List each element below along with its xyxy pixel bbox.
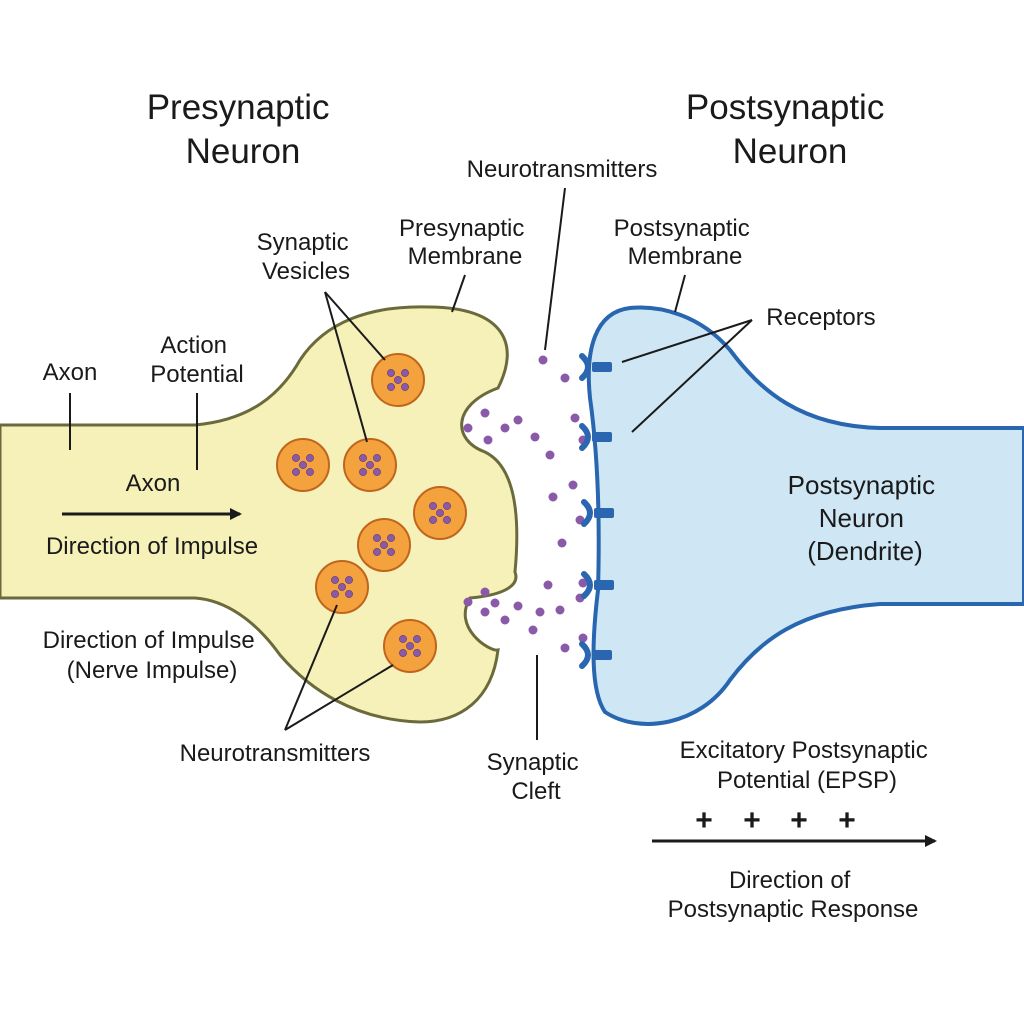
synaptic-vesicle — [357, 518, 411, 572]
receptor — [579, 641, 612, 669]
neurotransmitter-molecule — [538, 355, 548, 365]
neurotransmitter-molecule — [543, 580, 553, 590]
leader-lines — [69, 187, 753, 740]
neurotransmitter-molecule — [480, 587, 490, 597]
vesicles-leader-line-1 — [324, 291, 386, 361]
presynaptic-title: Presynaptic Neuron — [147, 88, 340, 171]
synaptic-vesicle — [371, 353, 425, 407]
receptors-leader-line-2 — [631, 319, 753, 433]
postsynaptic-response-label: Direction of Postsynaptic Response — [668, 867, 919, 923]
postsynaptic-dendrite-label: Postsynaptic Neuron (Dendrite) — [788, 470, 943, 566]
synaptic-vesicle — [276, 438, 330, 492]
neurotransmitter-molecule — [530, 432, 540, 442]
neurotransmitter-molecule — [548, 492, 558, 502]
postsynaptic-membrane-label: Postsynaptic Membrane — [614, 215, 757, 270]
synaptic-vesicle — [315, 560, 369, 614]
plus-sign: + — [790, 804, 808, 837]
neurotransmitter-molecule — [480, 607, 490, 617]
direction-of-impulse-label: Direction of Impulse — [46, 533, 258, 560]
presynaptic-membrane-label: Presynaptic Membrane — [399, 215, 531, 270]
plus-sign: + — [743, 804, 761, 837]
neurotransmitter-molecule — [555, 605, 565, 615]
receptors-leader-line-1 — [621, 319, 753, 363]
receptor — [581, 571, 614, 599]
synaptic-vesicles — [276, 353, 467, 673]
neurotransmitter-molecule — [513, 415, 523, 425]
neurotransmitters-bottom-label: Neurotransmitters — [180, 740, 371, 767]
receptor — [581, 499, 614, 527]
presynaptic-membrane-leader-line — [451, 274, 466, 313]
neurotransmitter-molecule — [483, 435, 493, 445]
neurotransmitter-molecule — [490, 598, 500, 608]
neurotransmitters-bottom-leader-line-1 — [284, 604, 338, 731]
neurotransmitter-molecule — [500, 615, 510, 625]
axon-inner-label: Axon — [126, 470, 181, 497]
synaptic-vesicle — [343, 438, 397, 492]
axon-outer-label: Axon — [43, 359, 98, 386]
receptor — [579, 353, 612, 381]
synaptic-vesicle — [383, 619, 437, 673]
direction-of-impulse-nerve-label: Direction of Impulse (Nerve Impulse) — [43, 627, 262, 684]
receptors-group — [579, 353, 614, 669]
neurotransmitter-molecule — [560, 643, 570, 653]
neurotransmitter-molecule — [528, 625, 538, 635]
neurotransmitter-molecule — [557, 538, 567, 548]
receptors-label: Receptors — [766, 304, 875, 331]
neurotransmitter-molecule — [545, 450, 555, 460]
synaptic-vesicles-label: Synaptic Vesicles — [257, 229, 356, 285]
neurotransmitters-top-leader-line — [544, 187, 566, 351]
postsynaptic-title: Postsynaptic Neuron — [686, 88, 894, 171]
neurotransmitter-molecule — [463, 597, 473, 607]
synaptic-vesicle — [413, 486, 467, 540]
plus-sign: + — [838, 804, 856, 837]
postsynaptic-dendrite — [586, 305, 1024, 726]
vesicles-leader-line-2 — [324, 291, 368, 443]
neurotransmitter-molecule — [463, 423, 473, 433]
neurotransmitter-molecule — [570, 413, 580, 423]
presynaptic-terminal — [0, 305, 519, 724]
neurotransmitter-molecule — [535, 607, 545, 617]
receptor — [579, 423, 612, 451]
neurotransmitter-molecule — [578, 633, 588, 643]
action-potential-label: Action Potential — [150, 332, 243, 388]
synaptic-cleft-label: Synaptic Cleft — [487, 749, 586, 805]
neurotransmitter-molecules — [463, 355, 588, 653]
neurotransmitter-molecule — [560, 373, 570, 383]
neurotransmitter-molecule — [568, 480, 578, 490]
neurotransmitter-molecule — [513, 601, 523, 611]
postsynaptic-membrane-leader-line — [674, 274, 686, 313]
neurotransmitters-top-label: Neurotransmitters — [467, 156, 658, 183]
epsp-label: Excitatory Postsynaptic Potential (EPSP) — [680, 737, 935, 794]
neurotransmitter-molecule — [480, 408, 490, 418]
neurotransmitters-bottom-leader-line-2 — [284, 664, 394, 731]
neurotransmitter-molecule — [578, 578, 588, 588]
neurotransmitter-molecule — [500, 423, 510, 433]
plus-sign: + — [695, 804, 713, 837]
